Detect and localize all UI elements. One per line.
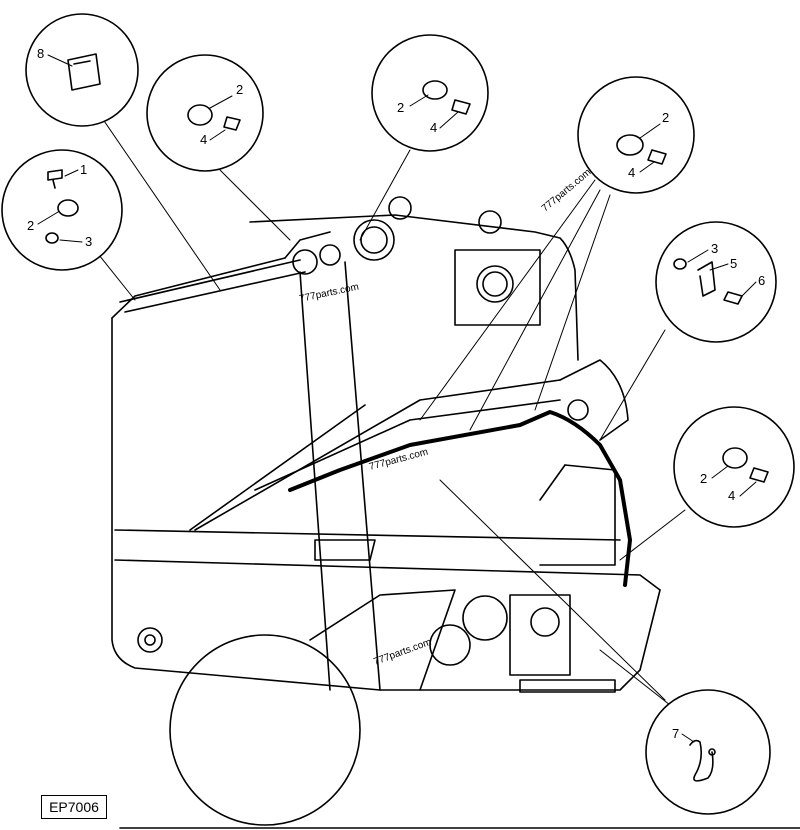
callout-parts-2-4-c[interactable]: 2 4 777parts.com xyxy=(540,76,695,214)
watermark-text: 777parts.com xyxy=(372,637,433,668)
callout-parts-2-4-d[interactable]: 2 4 xyxy=(673,406,795,528)
watermark-text: 777parts.com xyxy=(540,167,593,214)
callout-parts-1-2-3[interactable]: 1 2 3 xyxy=(1,149,123,271)
callout-label-2: 2 xyxy=(27,218,34,233)
callout-label-4: 4 xyxy=(628,165,635,180)
callout-label-3: 3 xyxy=(85,234,92,249)
callout-label-2: 2 xyxy=(662,110,669,125)
diagram-code-label: EP7006 xyxy=(41,795,107,819)
callout-label-7: 7 xyxy=(672,726,679,741)
callout-part-7[interactable]: 7 xyxy=(645,689,771,815)
callout-label-2: 2 xyxy=(236,82,243,97)
callout-parts-2-4-b[interactable]: 2 4 xyxy=(371,34,489,152)
callout-part-8[interactable]: 8 xyxy=(25,13,139,127)
baler-body xyxy=(111,196,661,826)
callout-label-6: 6 xyxy=(758,273,765,288)
callout-parts-3-5-6[interactable]: 3 5 6 xyxy=(655,221,777,343)
watermark-text: 777parts.com xyxy=(298,282,360,305)
callout-label-5: 5 xyxy=(730,256,737,271)
callout-label-4: 4 xyxy=(430,120,437,135)
callout-label-8: 8 xyxy=(37,46,44,61)
callout-label-2: 2 xyxy=(700,471,707,486)
callout-label-4: 4 xyxy=(728,488,735,503)
callout-label-3: 3 xyxy=(711,241,718,256)
callout-label-1: 1 xyxy=(80,162,87,177)
callout-label-4: 4 xyxy=(200,132,207,147)
callout-parts-2-4-a[interactable]: 2 4 xyxy=(146,54,264,172)
leader-lines xyxy=(94,114,686,706)
callout-label-2: 2 xyxy=(397,100,404,115)
